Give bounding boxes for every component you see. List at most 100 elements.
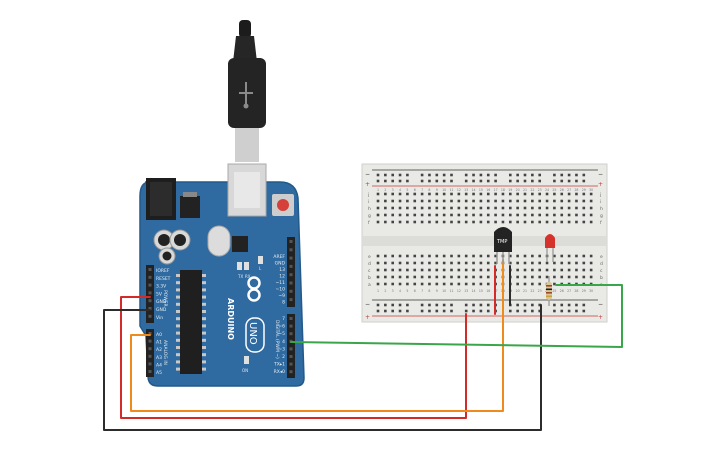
terminal-hole[interactable] [457, 213, 461, 217]
rail-hole[interactable] [428, 303, 431, 307]
rail-hole[interactable] [398, 173, 402, 177]
rail-hole[interactable] [567, 179, 571, 183]
terminal-hole[interactable] [391, 282, 394, 286]
terminal-hole[interactable] [516, 261, 519, 265]
terminal-hole[interactable] [472, 213, 475, 217]
rail-hole[interactable] [575, 309, 578, 313]
terminal-hole[interactable] [589, 192, 593, 196]
terminal-hole[interactable] [589, 275, 593, 279]
terminal-hole[interactable] [553, 275, 556, 279]
rail-hole[interactable] [472, 179, 475, 183]
header-hole[interactable] [289, 317, 293, 320]
terminal-hole[interactable] [472, 206, 475, 210]
header-hole[interactable] [148, 307, 152, 310]
rail-hole[interactable] [450, 303, 453, 307]
terminal-hole[interactable] [538, 199, 541, 203]
terminal-hole[interactable] [494, 261, 497, 265]
terminal-hole[interactable] [523, 254, 527, 258]
rail-hole[interactable] [464, 173, 468, 177]
terminal-hole[interactable] [567, 268, 571, 272]
terminal-hole[interactable] [538, 206, 541, 210]
rail-hole[interactable] [376, 173, 380, 177]
terminal-hole[interactable] [428, 282, 431, 286]
rail-hole[interactable] [398, 309, 402, 313]
terminal-hole[interactable] [486, 268, 490, 272]
usb-cable[interactable] [228, 20, 266, 162]
rail-hole[interactable] [472, 173, 475, 177]
terminal-hole[interactable] [420, 268, 424, 272]
terminal-hole[interactable] [376, 268, 380, 272]
terminal-hole[interactable] [523, 268, 527, 272]
terminal-hole[interactable] [553, 254, 556, 258]
terminal-hole[interactable] [420, 213, 424, 217]
rail-hole[interactable] [464, 309, 468, 313]
terminal-hole[interactable] [464, 220, 468, 224]
terminal-hole[interactable] [560, 275, 564, 279]
rail-hole[interactable] [553, 179, 556, 183]
header-hole[interactable] [289, 324, 293, 328]
rail-hole[interactable] [516, 173, 519, 177]
terminal-hole[interactable] [479, 282, 483, 286]
terminal-hole[interactable] [376, 282, 380, 286]
terminal-hole[interactable] [450, 268, 453, 272]
terminal-hole[interactable] [516, 220, 519, 224]
terminal-hole[interactable] [376, 199, 380, 203]
terminal-hole[interactable] [567, 275, 571, 279]
terminal-hole[interactable] [567, 220, 571, 224]
terminal-hole[interactable] [450, 275, 453, 279]
terminal-hole[interactable] [486, 220, 490, 224]
terminal-hole[interactable] [472, 254, 475, 258]
rail-hole[interactable] [435, 303, 439, 307]
rail-hole[interactable] [486, 179, 490, 183]
terminal-hole[interactable] [589, 254, 593, 258]
header-hole[interactable] [289, 355, 293, 358]
rail-hole[interactable] [553, 303, 556, 307]
rail-hole[interactable] [538, 173, 541, 177]
terminal-hole[interactable] [553, 268, 556, 272]
terminal-hole[interactable] [376, 220, 380, 224]
terminal-hole[interactable] [501, 220, 505, 224]
header-hole[interactable] [289, 273, 293, 277]
terminal-hole[interactable] [391, 275, 394, 279]
terminal-hole[interactable] [472, 268, 475, 272]
rail-hole[interactable] [420, 173, 424, 177]
rail-hole[interactable] [567, 173, 571, 177]
terminal-hole[interactable] [516, 282, 519, 286]
rail-hole[interactable] [376, 309, 380, 313]
terminal-hole[interactable] [435, 261, 439, 265]
terminal-hole[interactable] [384, 261, 387, 265]
terminal-hole[interactable] [420, 199, 424, 203]
rail-hole[interactable] [406, 309, 409, 313]
terminal-hole[interactable] [428, 213, 431, 217]
header-hole[interactable] [148, 275, 152, 279]
rail-hole[interactable] [479, 173, 483, 177]
terminal-hole[interactable] [435, 268, 439, 272]
terminal-hole[interactable] [575, 254, 578, 258]
terminal-hole[interactable] [398, 275, 402, 279]
terminal-hole[interactable] [398, 254, 402, 258]
terminal-hole[interactable] [435, 282, 439, 286]
wire-a0-orange[interactable] [130, 259, 504, 412]
terminal-hole[interactable] [479, 254, 483, 258]
header-hole[interactable] [148, 347, 152, 351]
terminal-hole[interactable] [450, 220, 453, 224]
terminal-hole[interactable] [523, 282, 527, 286]
terminal-hole[interactable] [464, 268, 468, 272]
rail-hole[interactable] [384, 303, 387, 307]
terminal-hole[interactable] [516, 275, 519, 279]
terminal-hole[interactable] [545, 199, 549, 203]
header-hole[interactable] [289, 347, 293, 351]
rail-hole[interactable] [442, 309, 446, 313]
rail-hole[interactable] [538, 179, 541, 183]
rail-hole[interactable] [435, 173, 439, 177]
terminal-hole[interactable] [545, 213, 549, 217]
header-hole[interactable] [289, 298, 293, 302]
rail-hole[interactable] [575, 179, 578, 183]
rail-hole[interactable] [560, 179, 564, 183]
terminal-hole[interactable] [538, 220, 541, 224]
rail-hole[interactable] [531, 179, 534, 183]
terminal-hole[interactable] [582, 199, 586, 203]
terminal-hole[interactable] [494, 220, 497, 224]
terminal-hole[interactable] [531, 199, 534, 203]
terminal-hole[interactable] [479, 206, 483, 210]
